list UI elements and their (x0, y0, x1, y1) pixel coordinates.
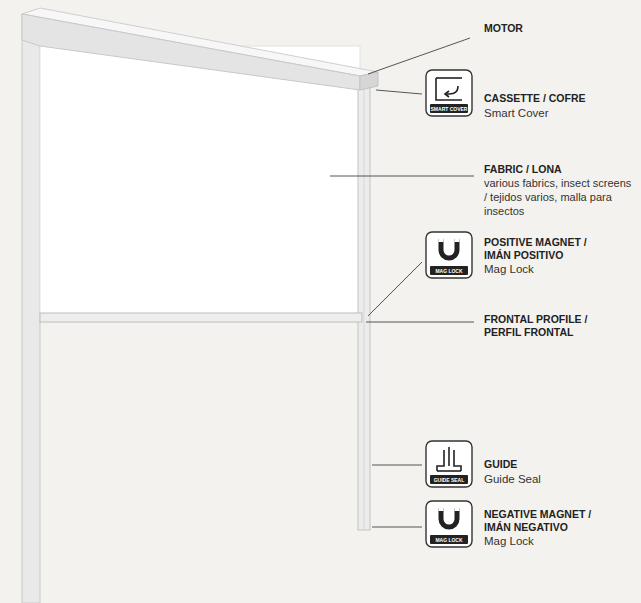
icon-text: SMART COVER (430, 105, 468, 113)
part-description: various fabrics, insect screens / tejido… (484, 177, 634, 218)
icon-text: MAG LOCK (430, 267, 468, 275)
part-name: POSITIVE MAGNET / IMÁN POSITIVO (484, 236, 609, 262)
left-post (22, 14, 40, 603)
cassette-front (22, 14, 360, 90)
icon-text: GUIDE SEAL (430, 476, 468, 484)
magnet-symbol (441, 239, 457, 527)
leader-lines (330, 38, 474, 527)
guide-rail (358, 82, 370, 530)
part-name: FRONTAL PROFILE / PERFIL FRONTAL (484, 313, 609, 339)
smart-cover-symbol (436, 78, 462, 100)
icon-text: MAG LOCK (430, 536, 468, 544)
part-subtitle: Mag Lock (484, 534, 609, 548)
icon-bars (430, 104, 468, 544)
part-name: NEGATIVE MAGNET / IMÁN NEGATIVO (484, 508, 609, 534)
part-subtitle: Smart Cover (484, 106, 614, 120)
guide-seal-symbol (437, 447, 461, 471)
part-subtitle: Mag Lock (484, 262, 609, 276)
part-subtitle: Guide Seal (484, 472, 604, 486)
part-name: FABRIC / LONA (484, 163, 614, 176)
part-name: CASSETTE / COFRE (484, 92, 614, 105)
fabric-panel (40, 46, 360, 318)
icons (426, 70, 472, 547)
frontal-profile (40, 313, 362, 322)
part-name: MOTOR (484, 22, 604, 35)
part-name: GUIDE (484, 458, 604, 471)
